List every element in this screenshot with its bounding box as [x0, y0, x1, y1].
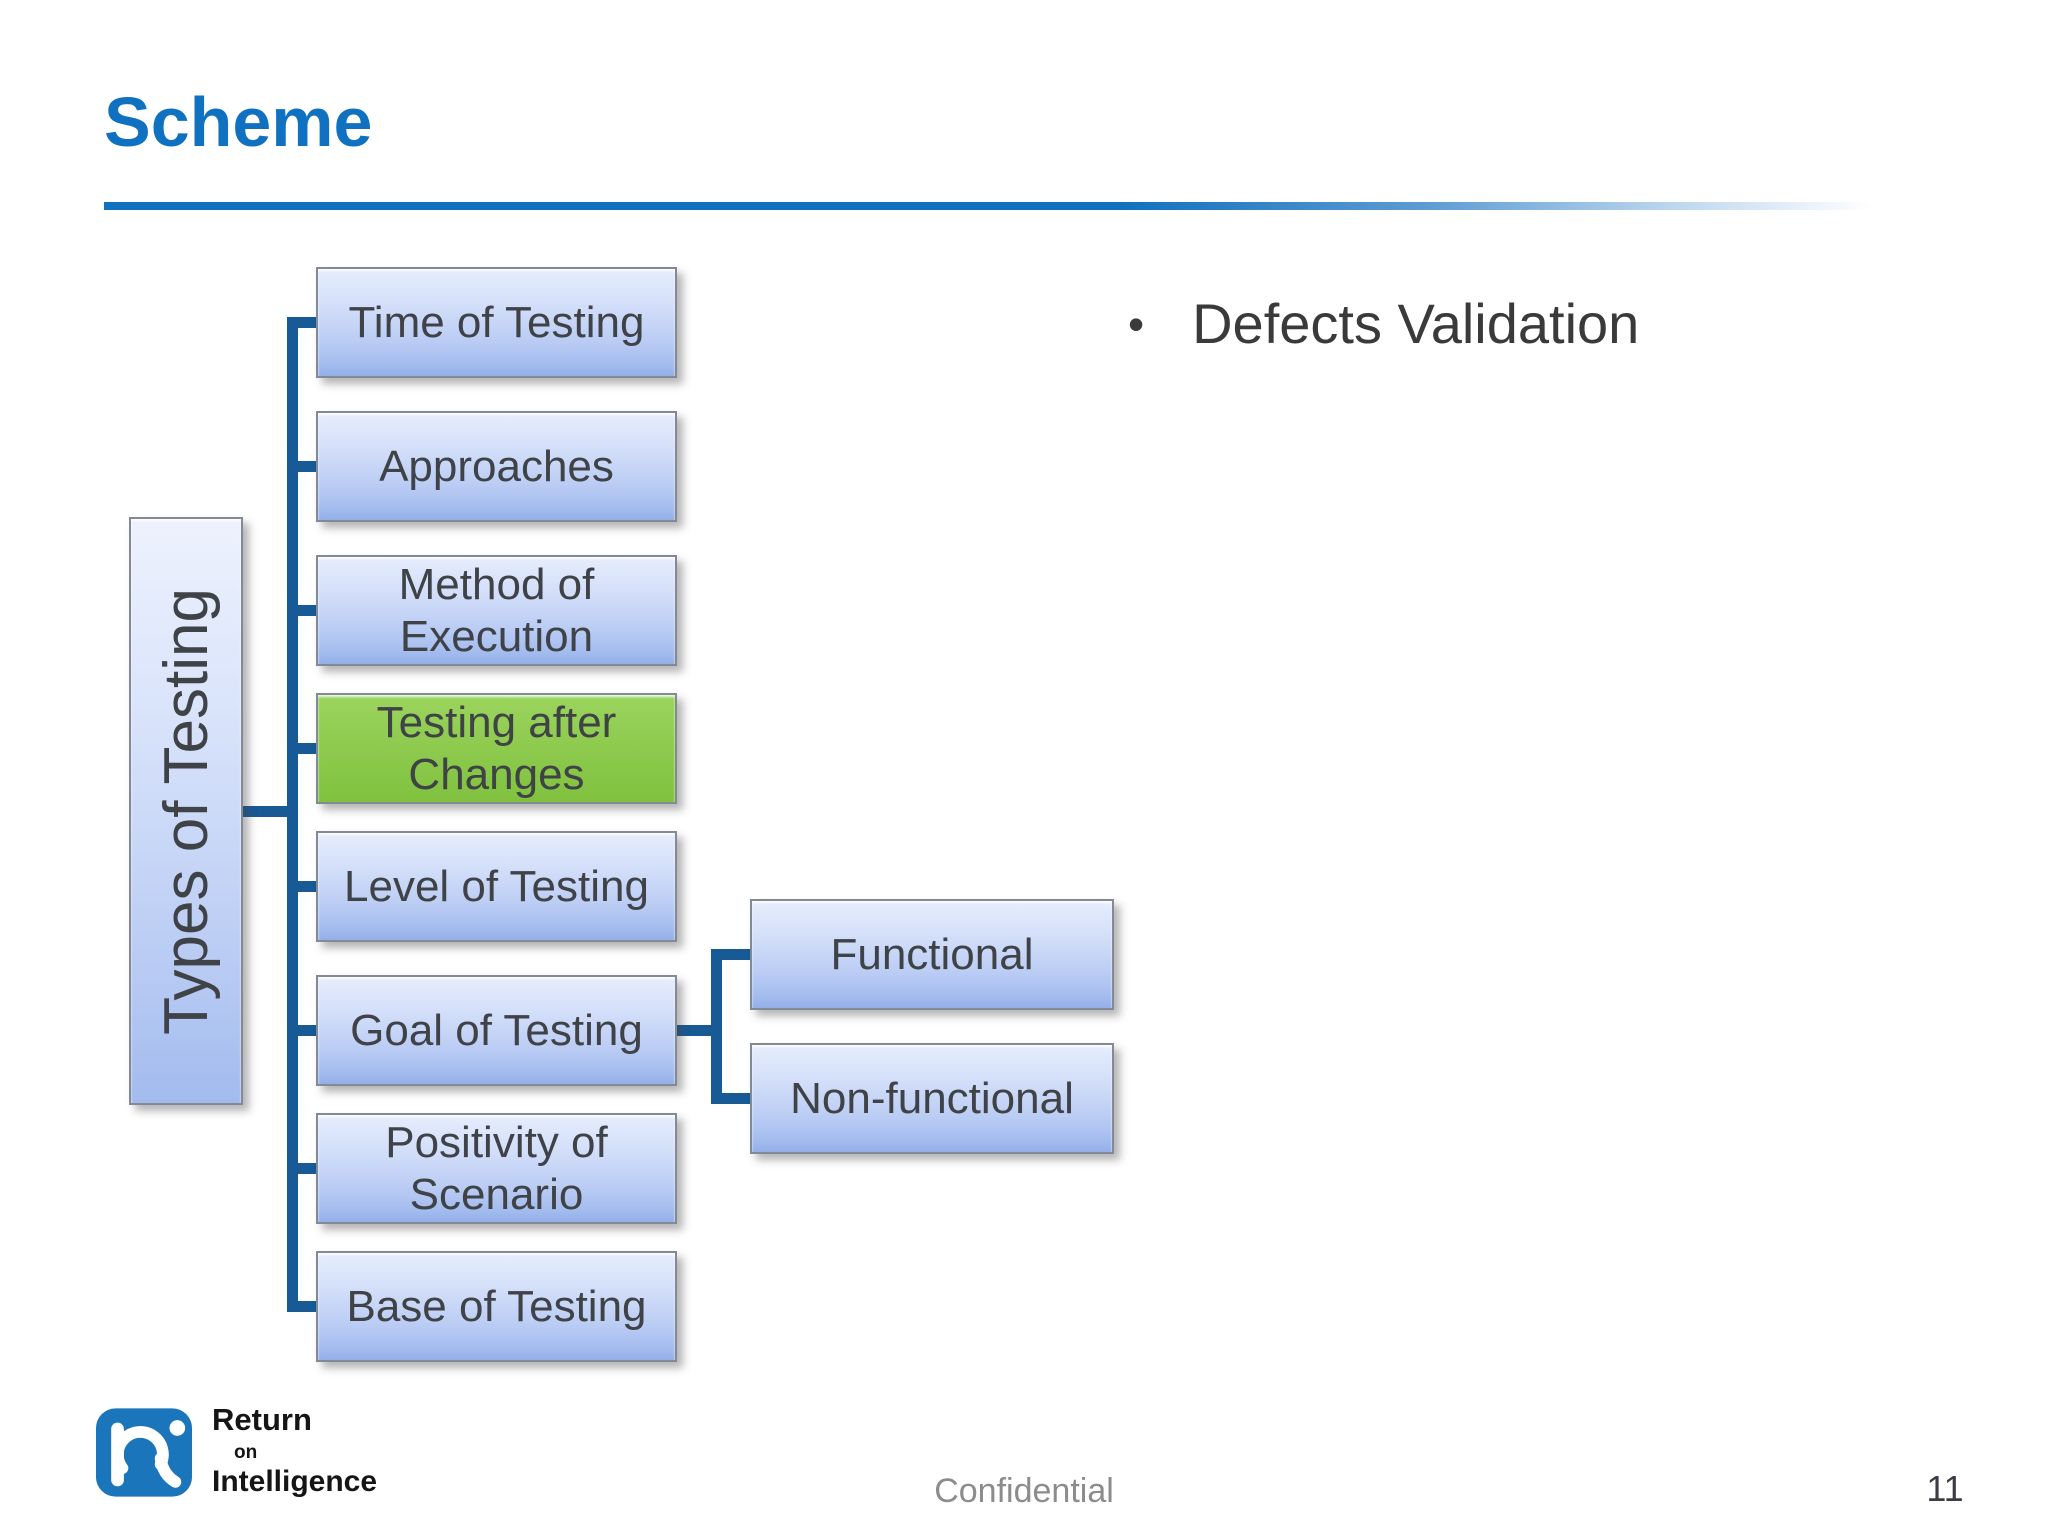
diagram-node-level-of-testing: Level of Testing — [316, 831, 677, 942]
stub-connector-line — [292, 881, 318, 892]
goal-branch-connector-line — [677, 1025, 722, 1036]
page-title: Scheme — [104, 83, 373, 161]
stub-connector-line — [292, 317, 318, 328]
bullet-icon: • — [1128, 298, 1145, 350]
logo-word-on: on — [234, 1442, 258, 1463]
diagram-root-types-of-testing: Types of Testing — [129, 517, 243, 1105]
title-divider-line — [104, 202, 1946, 210]
goal-branch-vertical-line — [711, 949, 722, 1104]
diagram-node-non-functional: Non-functional — [750, 1043, 1114, 1154]
diagram-node-approaches: Approaches — [316, 411, 677, 522]
bullet-item: • Defects Validation — [1128, 296, 1639, 352]
nonfunctional-stub-line — [711, 1093, 755, 1104]
bullet-item-label: Defects Validation — [1192, 292, 1640, 355]
diagram-node-positivity-of-scenario: Positivity of Scenario — [316, 1113, 677, 1224]
diagram-node-base-of-testing: Base of Testing — [316, 1251, 677, 1362]
stub-connector-line — [292, 461, 318, 472]
diagram-node-method-of-execution: Method of Execution — [316, 555, 677, 666]
diagram-node-testing-after-changes: Testing after Changes — [316, 693, 677, 804]
company-logo-text: Return on Intelligence — [212, 1404, 377, 1497]
root-connector-line — [243, 806, 293, 817]
diagram-node-functional: Functional — [750, 899, 1114, 1010]
diagram-node-time-of-testing: Time of Testing — [316, 267, 677, 378]
functional-stub-line — [711, 949, 755, 960]
logo-word-intelligence: Intelligence — [212, 1465, 378, 1498]
stub-connector-line — [292, 1301, 318, 1312]
page-number: 11 — [1926, 1468, 1964, 1509]
stub-connector-line — [292, 1163, 318, 1174]
stub-connector-line — [292, 743, 318, 754]
diagram-node-goal-of-testing: Goal of Testing — [316, 975, 677, 1086]
stub-connector-line — [292, 605, 318, 616]
confidential-label: Confidential — [934, 1472, 1114, 1510]
diagram-root-label: Types of Testing — [151, 587, 221, 1035]
company-logo-icon — [95, 1407, 193, 1498]
stub-connector-line — [292, 1025, 318, 1036]
logo-word-return: Return — [212, 1402, 312, 1437]
